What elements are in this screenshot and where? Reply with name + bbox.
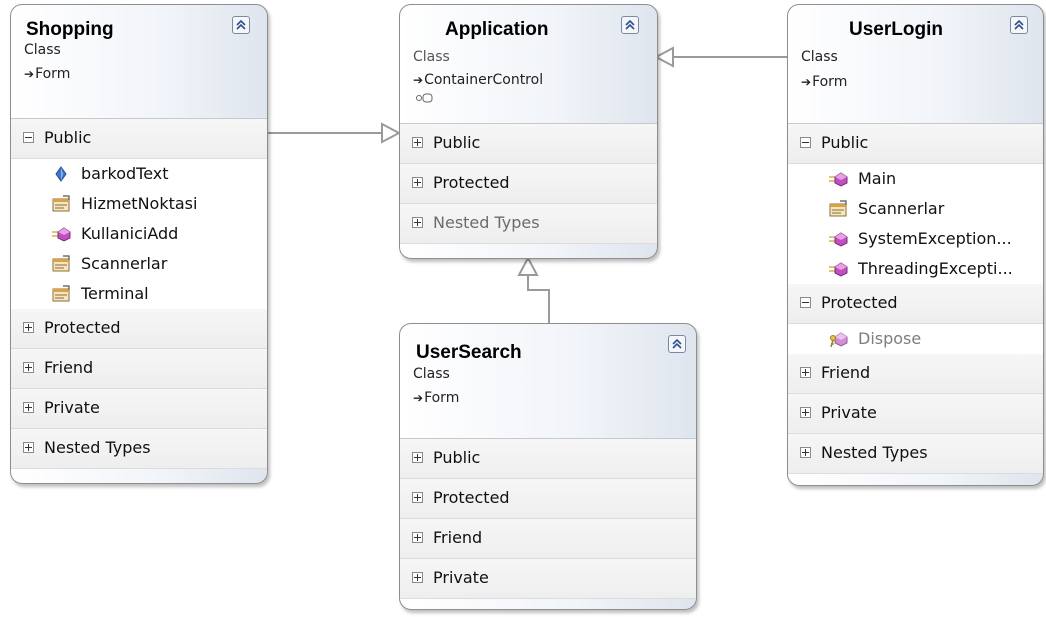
class-title: UserSearch: [416, 342, 522, 363]
section-private[interactable]: Private: [788, 394, 1043, 434]
connector-usersearch-application: [527, 273, 550, 324]
property-icon: [52, 285, 70, 302]
inherits-arrow-icon: ➔: [413, 391, 424, 405]
property-icon: [829, 200, 847, 217]
section-public[interactable]: Public: [788, 124, 1043, 164]
inherits-arrow-icon: ➔: [801, 75, 812, 89]
class-userlogin[interactable]: UserLogin Class ➔Form Public Main Scanne…: [787, 4, 1044, 486]
section-nested-types[interactable]: Nested Types: [788, 434, 1043, 474]
class-application[interactable]: Application Class ➔ContainerControl Publ…: [399, 4, 658, 259]
method-icon: [829, 232, 848, 247]
field-icon: [55, 166, 67, 182]
method-icon: [829, 262, 848, 277]
section-public[interactable]: Public: [11, 119, 267, 159]
property-icon: [52, 255, 70, 272]
collapse-icon[interactable]: [1010, 16, 1028, 34]
class-header: Shopping Class ➔Form: [11, 5, 267, 115]
compartments: Public barkodText HizmetNoktasi Kullanic…: [11, 118, 267, 469]
expand-plus-icon[interactable]: [800, 407, 811, 418]
section-private[interactable]: Private: [400, 559, 696, 599]
member-dispose[interactable]: Dispose: [788, 324, 1043, 354]
expand-plus-icon[interactable]: [23, 442, 34, 453]
inherits-arrow-icon: ➔: [413, 73, 424, 87]
expand-plus-icon[interactable]: [800, 367, 811, 378]
class-title: Application: [445, 19, 549, 40]
inheritance-arrowhead-up: [517, 255, 539, 276]
expand-plus-icon[interactable]: [23, 322, 34, 333]
section-public[interactable]: Public: [400, 124, 657, 164]
member-hizmetnoktasi[interactable]: HizmetNoktasi: [11, 189, 267, 219]
base-class-label: ➔Form: [801, 74, 847, 90]
property-icon: [52, 195, 70, 212]
compartments: Public Protected Nested Types: [400, 123, 657, 244]
member-systemexception[interactable]: SystemException...: [788, 224, 1043, 254]
compartments: Public Protected Friend Private: [400, 438, 696, 599]
class-header: UserSearch Class ➔Form: [400, 324, 696, 434]
member-threadingexception[interactable]: ThreadingExcepti...: [788, 254, 1043, 284]
section-public[interactable]: Public: [400, 439, 696, 479]
section-nested-types[interactable]: Nested Types: [11, 429, 267, 469]
stereotype-label: Class: [413, 49, 450, 65]
section-friend[interactable]: Friend: [400, 519, 696, 559]
stereotype-label: Class: [801, 49, 838, 65]
member-scannerlar[interactable]: Scannerlar: [11, 249, 267, 279]
implements-interface-icon: [416, 93, 433, 103]
section-friend[interactable]: Friend: [11, 349, 267, 389]
expand-plus-icon[interactable]: [412, 177, 423, 188]
section-protected[interactable]: Protected: [400, 164, 657, 204]
base-class-label: ➔Form: [24, 66, 70, 82]
expand-plus-icon[interactable]: [412, 532, 423, 543]
section-friend[interactable]: Friend: [788, 354, 1043, 394]
base-class-label: ➔Form: [413, 390, 459, 406]
base-class-name: Form: [812, 74, 848, 90]
section-protected[interactable]: Protected: [11, 309, 267, 349]
expand-plus-icon[interactable]: [412, 452, 423, 463]
expand-plus-icon[interactable]: [412, 137, 423, 148]
collapse-icon[interactable]: [621, 16, 639, 34]
protected-method-icon: [830, 332, 848, 348]
inherits-arrow-icon: ➔: [24, 67, 35, 81]
member-scannerlar[interactable]: Scannerlar: [788, 194, 1043, 224]
section-protected[interactable]: Protected: [788, 284, 1043, 324]
collapse-minus-icon[interactable]: [23, 132, 34, 143]
stereotype-label: Class: [413, 366, 450, 382]
collapse-minus-icon[interactable]: [800, 137, 811, 148]
expand-plus-icon[interactable]: [23, 402, 34, 413]
expand-plus-icon[interactable]: [412, 572, 423, 583]
expand-plus-icon[interactable]: [800, 447, 811, 458]
base-class-name: Form: [35, 66, 71, 82]
section-protected[interactable]: Protected: [400, 479, 696, 519]
inheritance-arrowhead-right: [653, 46, 674, 68]
section-private[interactable]: Private: [11, 389, 267, 429]
expand-plus-icon[interactable]: [412, 217, 423, 228]
method-icon: [52, 227, 71, 242]
member-main[interactable]: Main: [788, 164, 1043, 194]
collapse-minus-icon[interactable]: [800, 297, 811, 308]
base-class-name: ContainerControl: [424, 72, 544, 88]
base-class-name: Form: [424, 390, 460, 406]
member-kullaniciadd[interactable]: KullaniciAdd: [11, 219, 267, 249]
compartments: Public Main Scannerlar SystemException..…: [788, 123, 1043, 474]
expand-plus-icon[interactable]: [412, 492, 423, 503]
base-class-label: ➔ContainerControl: [413, 72, 543, 88]
member-barkodtext[interactable]: barkodText: [11, 159, 267, 189]
class-title: Shopping: [26, 19, 114, 40]
collapse-icon[interactable]: [232, 16, 250, 34]
stereotype-label: Class: [24, 42, 61, 58]
class-header: Application Class ➔ContainerControl: [400, 5, 657, 115]
class-shopping[interactable]: Shopping Class ➔Form Public barkodText H…: [10, 4, 268, 484]
collapse-icon[interactable]: [668, 335, 686, 353]
member-terminal[interactable]: Terminal: [11, 279, 267, 309]
method-icon: [829, 172, 848, 187]
inheritance-arrowhead-left: [381, 122, 402, 144]
expand-plus-icon[interactable]: [23, 362, 34, 373]
class-title: UserLogin: [849, 19, 943, 40]
class-header: UserLogin Class ➔Form: [788, 5, 1043, 115]
section-nested-types[interactable]: Nested Types: [400, 204, 657, 244]
class-usersearch[interactable]: UserSearch Class ➔Form Public Protected …: [399, 323, 697, 610]
